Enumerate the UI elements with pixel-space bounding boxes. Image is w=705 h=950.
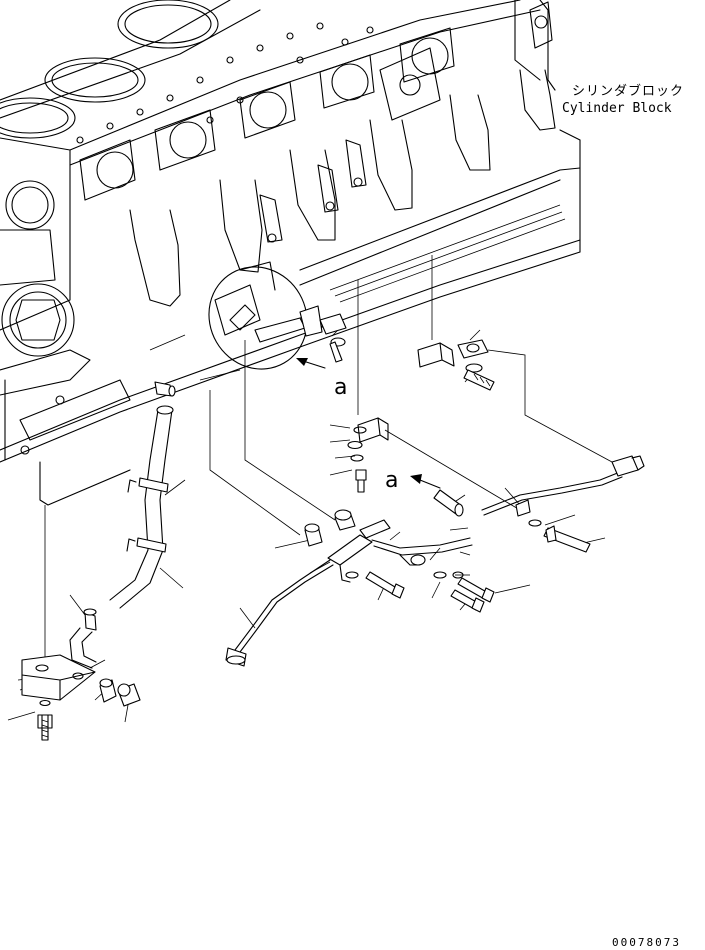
side-openings <box>80 28 454 200</box>
deck-holes <box>77 23 373 143</box>
sensor-harness <box>226 490 494 666</box>
cylinder-block <box>0 0 580 505</box>
rear-end-features <box>380 2 552 120</box>
cylinder-bores <box>0 0 218 138</box>
bearing-webs <box>260 140 366 242</box>
leader-lines <box>8 255 612 722</box>
cylinder-block-label-jp: シリンダブロック <box>572 83 684 99</box>
cylinder-block-label-en: Cylinder Block <box>562 101 672 116</box>
oil-hose-assembly <box>22 382 175 740</box>
drawing-number: 00078073 <box>612 936 681 949</box>
bolts-center <box>366 572 494 612</box>
right-harness <box>300 306 644 552</box>
view-marker-a-second: a <box>385 468 398 493</box>
view-arrows <box>296 358 440 488</box>
view-marker-a: a <box>334 375 347 400</box>
sensor-mount <box>190 249 325 387</box>
crankcase-skirts <box>130 70 555 306</box>
cylinder-block-callout: シリンダブロック Cylinder Block <box>562 83 684 116</box>
block-front-end <box>0 181 130 505</box>
